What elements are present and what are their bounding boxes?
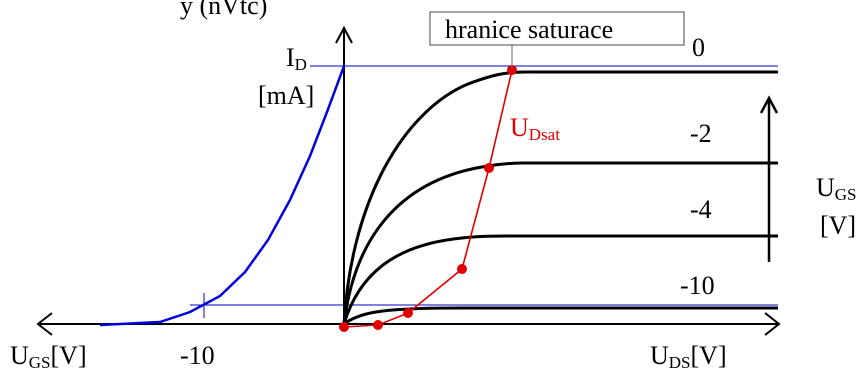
output-curve-ugs-0 <box>342 70 778 325</box>
saturation-boundary-curve <box>343 69 513 328</box>
horizontal-axis-left-arrow <box>36 312 53 336</box>
ugs-right-main: U <box>816 173 835 202</box>
callout-text: hranice saturace <box>445 15 613 44</box>
curve-label-minus-4: -4 <box>690 195 712 224</box>
saturation-point <box>457 264 467 274</box>
ugs-left-main: U <box>10 341 29 370</box>
uds-axis-main: U <box>650 341 669 370</box>
curve-label-minus-10: -10 <box>680 271 715 300</box>
ugs-left-unit: [V] <box>51 341 87 370</box>
udsat-label: UDsat <box>510 113 560 144</box>
title-fragment: y (nVtc) <box>180 0 267 20</box>
uds-axis-unit: [V] <box>691 341 727 370</box>
saturation-point <box>373 320 383 330</box>
output-curve-ugs-minus-4 <box>342 234 778 325</box>
ugs-tick-label: -10 <box>180 341 215 370</box>
curve-label-0: 0 <box>692 33 705 62</box>
ugs-left-axis-label: UGS[V] <box>10 341 87 372</box>
saturation-points <box>339 65 517 332</box>
ugs-right-sub: GS <box>835 185 857 204</box>
udsat-main: U <box>510 113 529 142</box>
id-axis-main: I <box>286 43 295 72</box>
transfer-curve <box>99 65 346 327</box>
ugs-right-label: UGS <box>816 173 857 204</box>
saturation-point <box>484 163 494 173</box>
ugs-direction-arrowhead <box>759 95 779 114</box>
ugs-right-unit: [V] <box>820 211 856 240</box>
horizontal-axis-right-arrow <box>764 312 781 336</box>
uds-axis-label: UDS[V] <box>650 341 727 372</box>
id-axis-sub: D <box>295 55 307 74</box>
id-axis-label: ID <box>286 43 307 74</box>
vertical-axis-arrow <box>335 25 353 44</box>
saturation-point <box>403 308 413 318</box>
callout-box <box>429 11 685 46</box>
ugs-left-sub: GS <box>29 353 51 372</box>
saturation-point <box>339 322 349 332</box>
id-axis-unit: [mA] <box>258 81 314 110</box>
uds-axis-sub: DS <box>669 353 691 372</box>
udsat-sub: Dsat <box>529 125 560 144</box>
curve-label-minus-2: -2 <box>690 119 712 148</box>
output-curve-ugs-minus-2 <box>342 161 778 325</box>
